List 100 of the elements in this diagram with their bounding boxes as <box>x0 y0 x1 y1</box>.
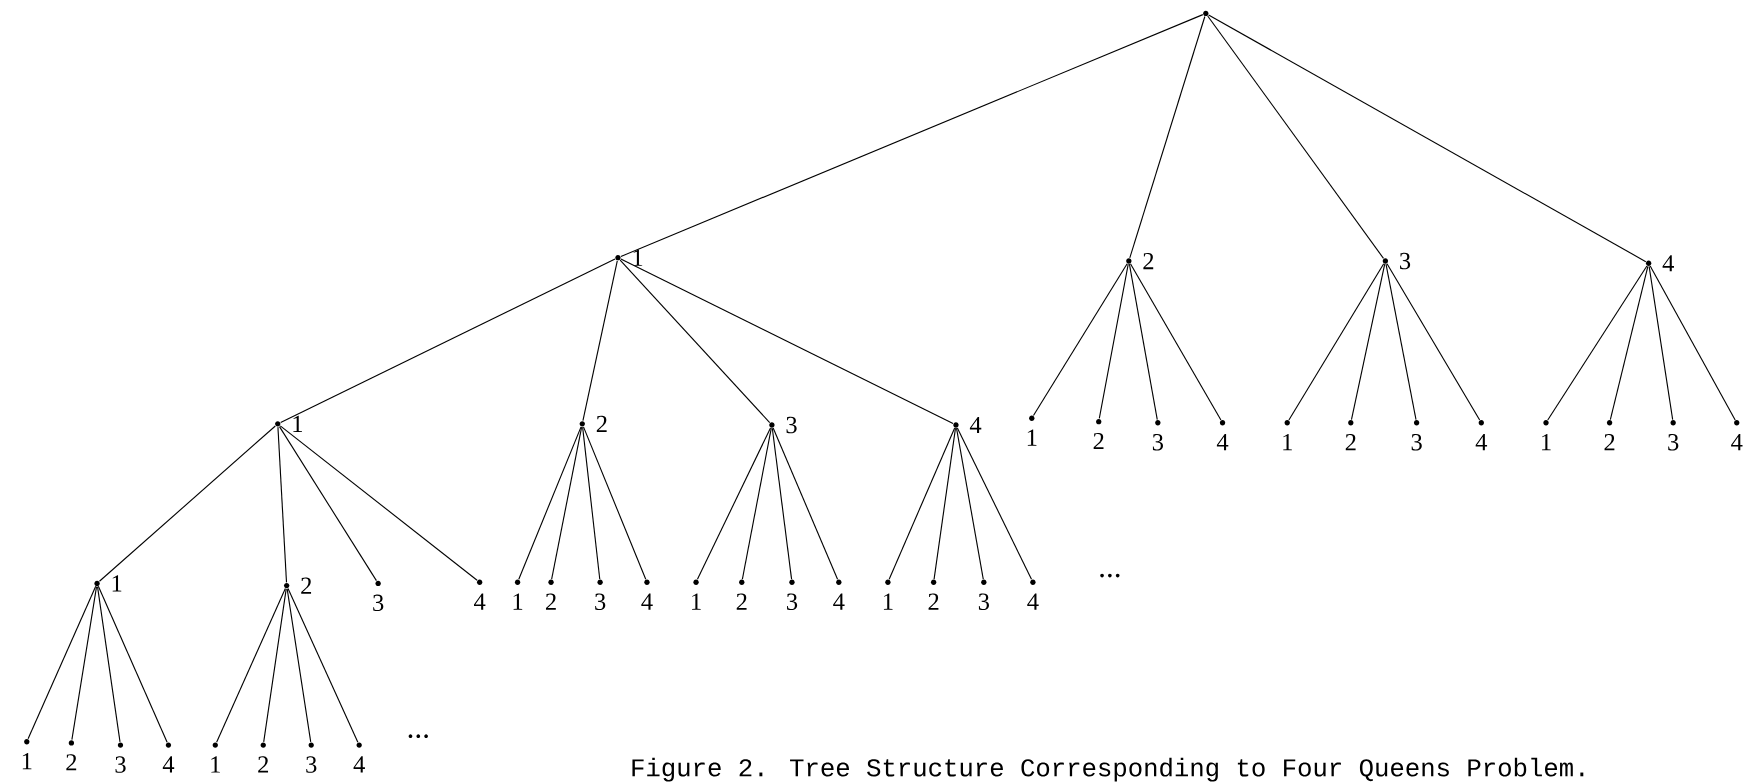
tree-node: 4 <box>474 579 486 610</box>
tree-node: 1 <box>883 579 893 610</box>
tree-node: 2 <box>284 577 312 594</box>
tree-branch <box>518 426 582 580</box>
tree-branch <box>741 427 772 580</box>
tree-branch <box>956 427 1033 580</box>
node-label: 1 <box>1027 429 1037 446</box>
tree-node: 1 <box>692 579 701 610</box>
tree-branch <box>772 427 839 580</box>
tree-node: 3 <box>306 742 317 773</box>
tree-node: 1 <box>1542 420 1551 451</box>
tree-node: 3 <box>115 742 126 773</box>
node-label: 2 <box>1604 433 1615 451</box>
node-label: 2 <box>258 756 269 773</box>
tree-branch <box>551 426 583 580</box>
tree-node: 1 <box>94 575 122 592</box>
node-label: 3 <box>1400 252 1411 270</box>
node-label: 4 <box>1027 593 1039 610</box>
node-label: 3 <box>1152 433 1163 451</box>
tree-branch <box>1098 263 1129 419</box>
tree-node: 1 <box>1027 415 1037 446</box>
node-label: 3 <box>115 756 126 773</box>
tree-branch <box>696 427 772 580</box>
tree-branch <box>1648 265 1674 421</box>
tree-branch <box>279 425 478 581</box>
tree-branch <box>1609 265 1649 421</box>
tree-node: 3 <box>787 579 798 610</box>
node-label: 2 <box>1345 433 1356 451</box>
tree-branch <box>620 258 954 425</box>
node-label: 2 <box>596 415 607 432</box>
tree-node: 4 <box>641 579 653 610</box>
tree-node: 4 <box>1027 579 1039 610</box>
tree-branch <box>888 427 956 580</box>
node-label: 1 <box>293 415 302 432</box>
tree-branch <box>98 425 276 582</box>
node-label: 1 <box>513 593 523 610</box>
tree-branch <box>1208 14 1647 263</box>
tree-node: 3 <box>1411 420 1422 451</box>
tree-node: 4 <box>953 416 982 434</box>
node-label: 4 <box>641 593 653 610</box>
ellipsis: ... <box>408 734 428 739</box>
node-label: 3 <box>1411 433 1422 451</box>
node-label: 3 <box>787 593 798 610</box>
node-label: 1 <box>211 756 220 773</box>
tree-node: 1 <box>615 249 643 266</box>
node-label: 3 <box>373 594 384 612</box>
node-label: 4 <box>833 593 845 610</box>
tree-node: 2 <box>1345 420 1356 451</box>
node-label: 4 <box>1731 433 1743 451</box>
tree-branch <box>1129 15 1206 259</box>
tree-branch <box>216 588 286 743</box>
node-label: 1 <box>1283 433 1292 451</box>
node-label: 2 <box>545 593 556 610</box>
tree-branch <box>287 588 359 743</box>
node-label: 4 <box>1475 433 1488 451</box>
tree-node: 3 <box>373 580 384 612</box>
node-label: 3 <box>978 593 989 610</box>
tree-branch <box>1385 263 1417 421</box>
node-label: 2 <box>736 593 747 610</box>
node-label: 4 <box>1216 433 1229 451</box>
caption: Figure 2. Tree Structure Corresponding to Four Queens Problem. <box>632 757 1584 782</box>
tree-branch <box>619 259 771 424</box>
tree-branch <box>27 585 97 740</box>
node-label: 2 <box>1093 432 1104 450</box>
tree-branch <box>582 260 618 422</box>
tree-node: 4 <box>1216 420 1229 451</box>
tree-node: 2 <box>258 742 269 773</box>
node-label: 3 <box>1668 433 1679 451</box>
tree-node: 2 <box>1093 418 1104 450</box>
tree-node: 3 <box>769 416 797 434</box>
tree-branch <box>955 427 984 580</box>
tree-branch <box>771 427 793 580</box>
node-label: 4 <box>1662 255 1674 272</box>
node-label: 2 <box>66 754 77 771</box>
tree-node: 2 <box>1604 420 1615 451</box>
tree-node: 2 <box>546 579 556 610</box>
tree-branch <box>1207 15 1385 259</box>
tree-node: 3 <box>1382 252 1411 270</box>
node-label: 2 <box>928 593 939 610</box>
tree-branch <box>278 426 377 582</box>
tree-branch <box>286 588 312 743</box>
tree-branch <box>96 586 121 743</box>
node-label: 1 <box>112 575 122 592</box>
tree-node: 3 <box>1152 420 1163 451</box>
tree-branch <box>620 14 1204 257</box>
tree-node: 2 <box>579 415 607 432</box>
tree-branch <box>1128 263 1158 421</box>
node-label: 1 <box>633 249 643 266</box>
tree-branch <box>280 258 616 423</box>
node-label: 3 <box>786 416 797 434</box>
node-label: 1 <box>883 593 893 610</box>
node-label: 2 <box>1143 252 1154 270</box>
tree-node: 1 <box>211 742 220 773</box>
node-label: 2 <box>301 577 312 594</box>
tree-branch <box>933 427 957 580</box>
node-label: 3 <box>306 756 317 773</box>
node-label: 4 <box>353 756 365 773</box>
tree-branch <box>1386 263 1481 421</box>
tree-node: 4 <box>1645 255 1674 272</box>
tree-branch <box>1129 263 1222 421</box>
